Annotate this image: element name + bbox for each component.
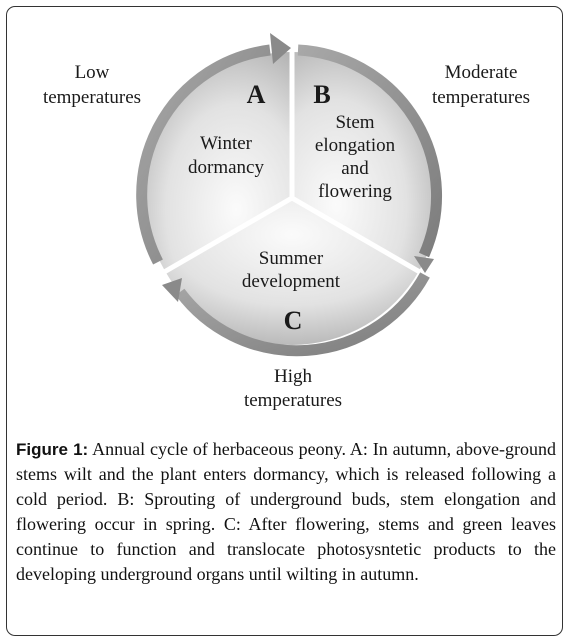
annual-cycle-diagram: Low temperatures Moderate temperatures H…: [43, 33, 530, 411]
sector-c-text-line-2: development: [242, 271, 341, 292]
arrow-winter-to-spring: [136, 44, 271, 265]
sector-b-text-line-4: flowering: [318, 181, 392, 202]
sector-a-text-line-1: Winter: [200, 133, 253, 154]
sector-b-text-line-3: and: [341, 158, 369, 179]
label-low-line-2: temperatures: [43, 87, 141, 108]
sector-b-letter: B: [313, 80, 330, 109]
sector-a-winter: [145, 51, 292, 271]
sector-a-text-line-2: dormancy: [188, 157, 264, 178]
sector-a-letter: A: [247, 80, 266, 109]
separator-line: [290, 195, 427, 278]
caption-label: Figure 1:: [16, 440, 89, 459]
figure-caption: Figure 1: Annual cycle of herbaceous peo…: [16, 437, 556, 587]
caption-text: Annual cycle of herbaceous peony. A: In …: [16, 439, 556, 584]
arrow-head-icon: [414, 256, 434, 273]
label-high-line-2: temperatures: [244, 390, 342, 411]
arrow-spring-to-summer: [297, 44, 443, 258]
arrow-summer-to-winter: [175, 272, 430, 357]
separator-line: [157, 195, 294, 278]
label-moderate-line-2: temperatures: [432, 87, 530, 108]
sector-c-letter: C: [284, 306, 303, 335]
label-moderate-line-1: Moderate: [445, 62, 518, 83]
arrow-head-icon: [162, 278, 182, 302]
sector-c-text-line-1: Summer: [259, 248, 324, 269]
sector-b-text-line-2: elongation: [315, 135, 396, 156]
label-high-line-1: High: [274, 366, 313, 387]
sector-b-text-line-1: Stem: [335, 112, 374, 133]
label-low-line-1: Low: [75, 62, 110, 83]
arrow-head-icon: [270, 33, 291, 64]
